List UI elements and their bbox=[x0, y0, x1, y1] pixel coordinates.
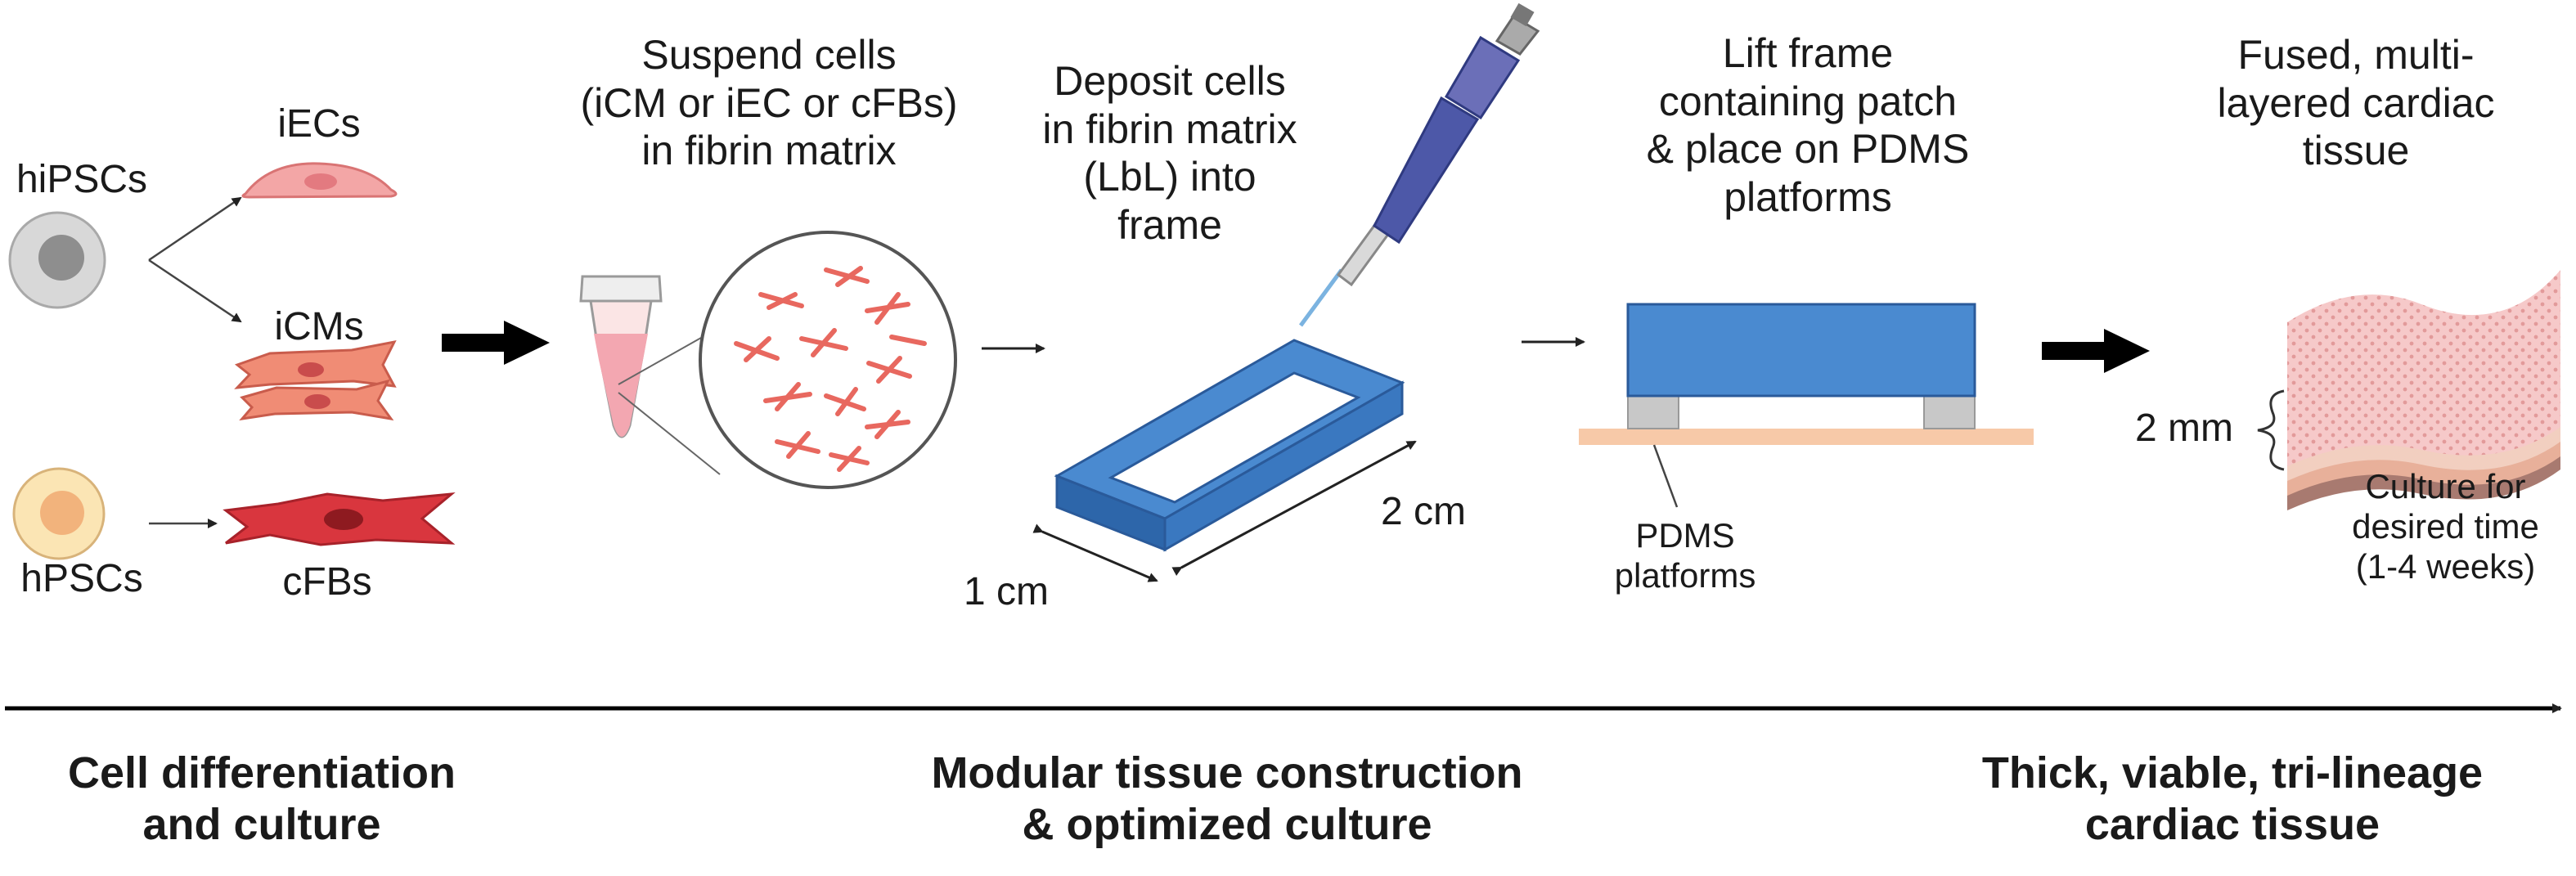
phase-1-label: Cell differentiation and culture bbox=[67, 748, 456, 850]
culture-time-label: Culture for desired time (1-4 weeks) bbox=[2352, 467, 2539, 586]
fused-step-label: Fused, multi- layered cardiac tissue bbox=[2217, 32, 2495, 173]
thick-arrow-1 bbox=[442, 321, 550, 365]
cfb-label: cFBs bbox=[282, 560, 372, 604]
lift-step-label: Lift frame containing patch & place on P… bbox=[1646, 30, 1970, 220]
thickness-dimension-label: 2 mm bbox=[2135, 407, 2233, 450]
magnified-suspension-icon bbox=[699, 231, 957, 489]
hipsc-label: hiPSCs bbox=[16, 158, 148, 201]
tube-icon bbox=[579, 275, 721, 475]
hpsc-cell-icon bbox=[12, 467, 106, 560]
deposit-step-label: Deposit cells in fibrin matrix (LbL) int… bbox=[1042, 58, 1297, 248]
fused-tissue-icon bbox=[2257, 270, 2560, 510]
phase-2-label: Modular tissue construction & optimized … bbox=[931, 748, 1523, 850]
cfb-cell-icon bbox=[223, 492, 456, 546]
lifted-patch-icon bbox=[1579, 303, 2034, 508]
phase-3-label: Thick, viable, tri-lineage cardiac tissu… bbox=[1981, 748, 2484, 850]
hipsc-cell-icon bbox=[8, 211, 106, 309]
thick-arrow-4 bbox=[2042, 329, 2150, 373]
icm-label: iCMs bbox=[274, 305, 364, 348]
differentiation-branch-arrows bbox=[148, 196, 242, 528]
pipette-icon bbox=[1298, 2, 1540, 327]
iec-label: iECs bbox=[277, 102, 361, 146]
suspend-step-label: Suspend cells (iCM or iEC or cFBs) in fi… bbox=[580, 32, 958, 173]
hpsc-label: hPSCs bbox=[20, 557, 143, 600]
length-dimension-label: 2 cm bbox=[1380, 490, 1466, 533]
pdms-platforms-label: PDMS platforms bbox=[1614, 516, 1756, 595]
width-dimension-label: 1 cm bbox=[963, 570, 1049, 613]
icm-cell-icon bbox=[234, 339, 397, 421]
dimension-arrows bbox=[1032, 440, 1417, 582]
iec-cell-icon bbox=[241, 162, 398, 199]
